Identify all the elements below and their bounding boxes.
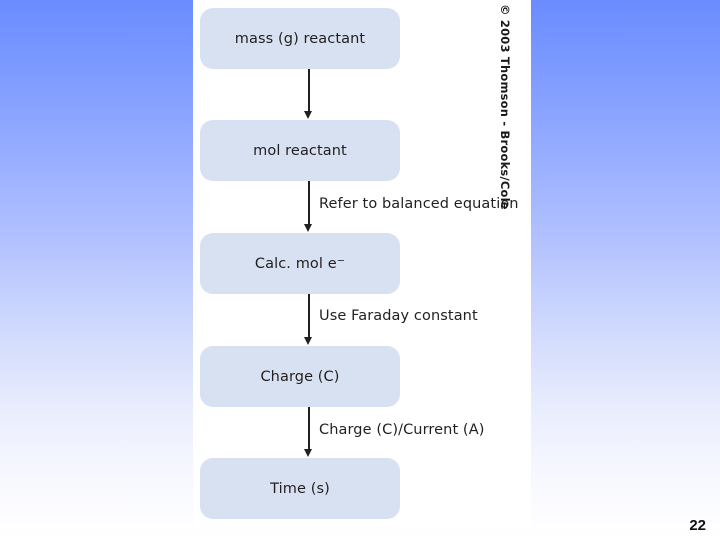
flowchart-figure-panel: mass (g) reactant mol reactant Calc. mol… bbox=[193, 0, 531, 529]
flow-node-label: Time (s) bbox=[270, 480, 330, 497]
flow-node-label-main: Calc. mol e bbox=[254, 255, 337, 272]
arrow-shaft bbox=[308, 407, 310, 450]
arrow-head bbox=[304, 224, 312, 232]
copyright-credit: © 2003 Thomson - Brooks/Cole bbox=[497, 4, 513, 210]
flow-node-label: Calc. mol e− bbox=[200, 256, 400, 272]
arrow-shaft bbox=[308, 294, 310, 338]
flow-node-charge: Charge (C) bbox=[200, 346, 400, 407]
flow-edge-label-use-faraday-constant: Use Faraday constant bbox=[319, 308, 478, 324]
flow-arrow-down-icon bbox=[304, 407, 313, 457]
slide-page-number: 22 bbox=[689, 517, 706, 534]
arrow-head bbox=[304, 337, 312, 345]
flow-arrow-down-icon bbox=[304, 294, 313, 345]
superscript-minus: − bbox=[336, 255, 346, 267]
flow-node-label: mass (g) reactant bbox=[234, 30, 366, 47]
flow-node-calc-mol-electrons: Calc. mol e− bbox=[200, 233, 400, 294]
flow-node-mass-reactant: mass (g) reactant bbox=[200, 8, 400, 69]
flow-arrow-down-icon bbox=[304, 181, 313, 232]
flow-node-label: Charge (C) bbox=[260, 368, 340, 385]
flow-arrow-down-icon bbox=[304, 69, 313, 119]
flow-edge-label-charge-over-current: Charge (C)/Current (A) bbox=[319, 422, 485, 438]
flow-edge-label-refer-balanced-equation: Refer to balanced equation bbox=[319, 196, 519, 212]
flow-node-mol-reactant: mol reactant bbox=[200, 120, 400, 181]
copyright-credit-text: © 2003 Thomson - Brooks/Cole bbox=[498, 4, 512, 210]
arrow-shaft bbox=[308, 181, 310, 225]
arrow-shaft bbox=[308, 69, 310, 112]
arrow-head bbox=[304, 449, 312, 457]
arrow-head bbox=[304, 111, 312, 119]
flow-node-label: mol reactant bbox=[253, 142, 347, 159]
flow-node-time: Time (s) bbox=[200, 458, 400, 519]
